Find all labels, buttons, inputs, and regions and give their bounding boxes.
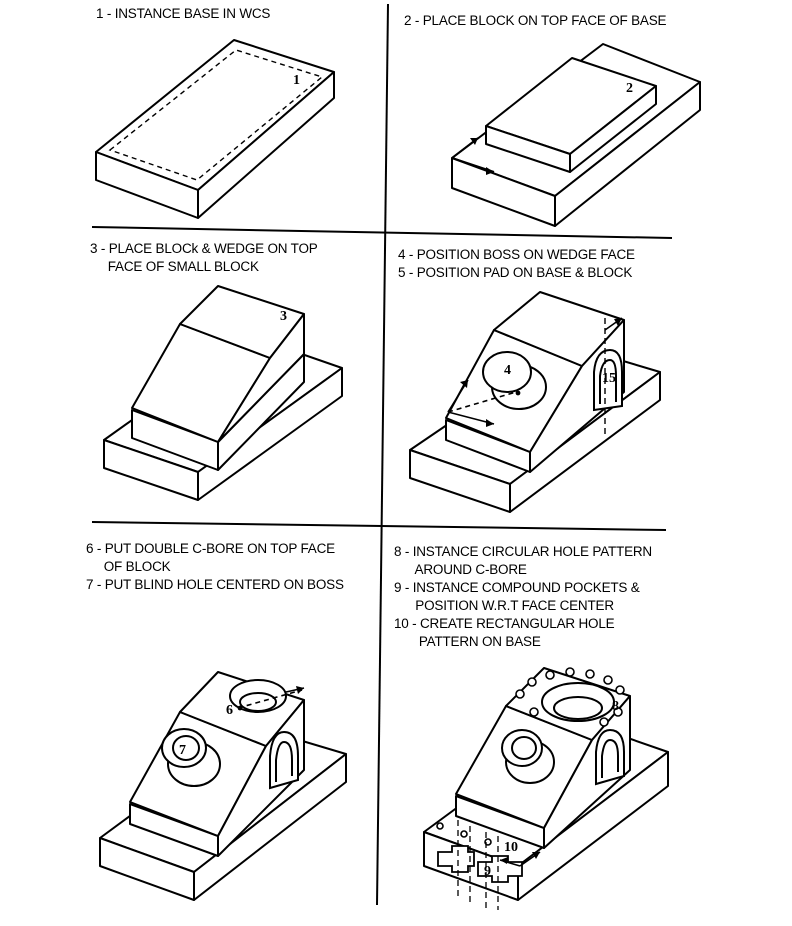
marker-7: 7 xyxy=(179,743,186,758)
step-2-caption: 2 - PLACE BLOCK ON TOP FACE OF BASE xyxy=(404,13,667,28)
block-side-face xyxy=(569,85,657,173)
marker-10: 10 xyxy=(504,840,518,855)
step-8-10-caption: 8 - INSTANCE CIRCULAR HOLE PATTERN AROUN… xyxy=(394,544,652,649)
wedge-side-face xyxy=(217,313,305,443)
marker-8: 8 xyxy=(612,699,619,714)
base-side-face xyxy=(517,751,669,901)
compound-pockets xyxy=(437,845,523,883)
pad xyxy=(593,348,623,412)
horizontal-divider-2 xyxy=(91,521,667,531)
base-side-face xyxy=(197,367,343,501)
pad xyxy=(595,728,625,786)
marker-6: 6 xyxy=(226,703,233,718)
marker-4: 4 xyxy=(504,363,511,378)
circular-hole-pattern xyxy=(515,667,625,727)
base-side-face xyxy=(509,371,661,513)
base-side-face xyxy=(197,71,335,219)
marker-9: 9 xyxy=(484,864,491,879)
base-side-face xyxy=(554,81,701,227)
marker-3: 3 xyxy=(280,309,287,324)
step-3-caption: 3 - PLACE BLOCk & WEDGE ON TOP FACE OF S… xyxy=(90,241,318,274)
pad xyxy=(269,730,299,790)
base-side-face xyxy=(193,753,347,901)
boss xyxy=(482,351,547,410)
marker-2: 2 xyxy=(626,81,633,96)
boss-with-hole xyxy=(501,729,555,784)
horizontal-divider-1 xyxy=(91,226,673,239)
boss-with-hole xyxy=(161,728,221,787)
vertical-divider xyxy=(376,3,389,906)
step-1-caption: 1 - INSTANCE BASE IN WCS xyxy=(96,6,271,21)
base-sketch-outline xyxy=(108,49,324,181)
step-6-7-caption: 6 - PUT DOUBLE C-BORE ON TOP FACE OF BLO… xyxy=(86,541,344,592)
step-4-5-caption: 4 - POSITION BOSS ON WEDGE FACE 5 - POSI… xyxy=(398,247,635,280)
marker-1: 1 xyxy=(293,73,300,88)
counterbore xyxy=(229,679,287,713)
marker-15: 15 xyxy=(602,371,616,386)
rectangular-hole-pattern xyxy=(436,822,492,846)
counterbore xyxy=(541,682,615,722)
